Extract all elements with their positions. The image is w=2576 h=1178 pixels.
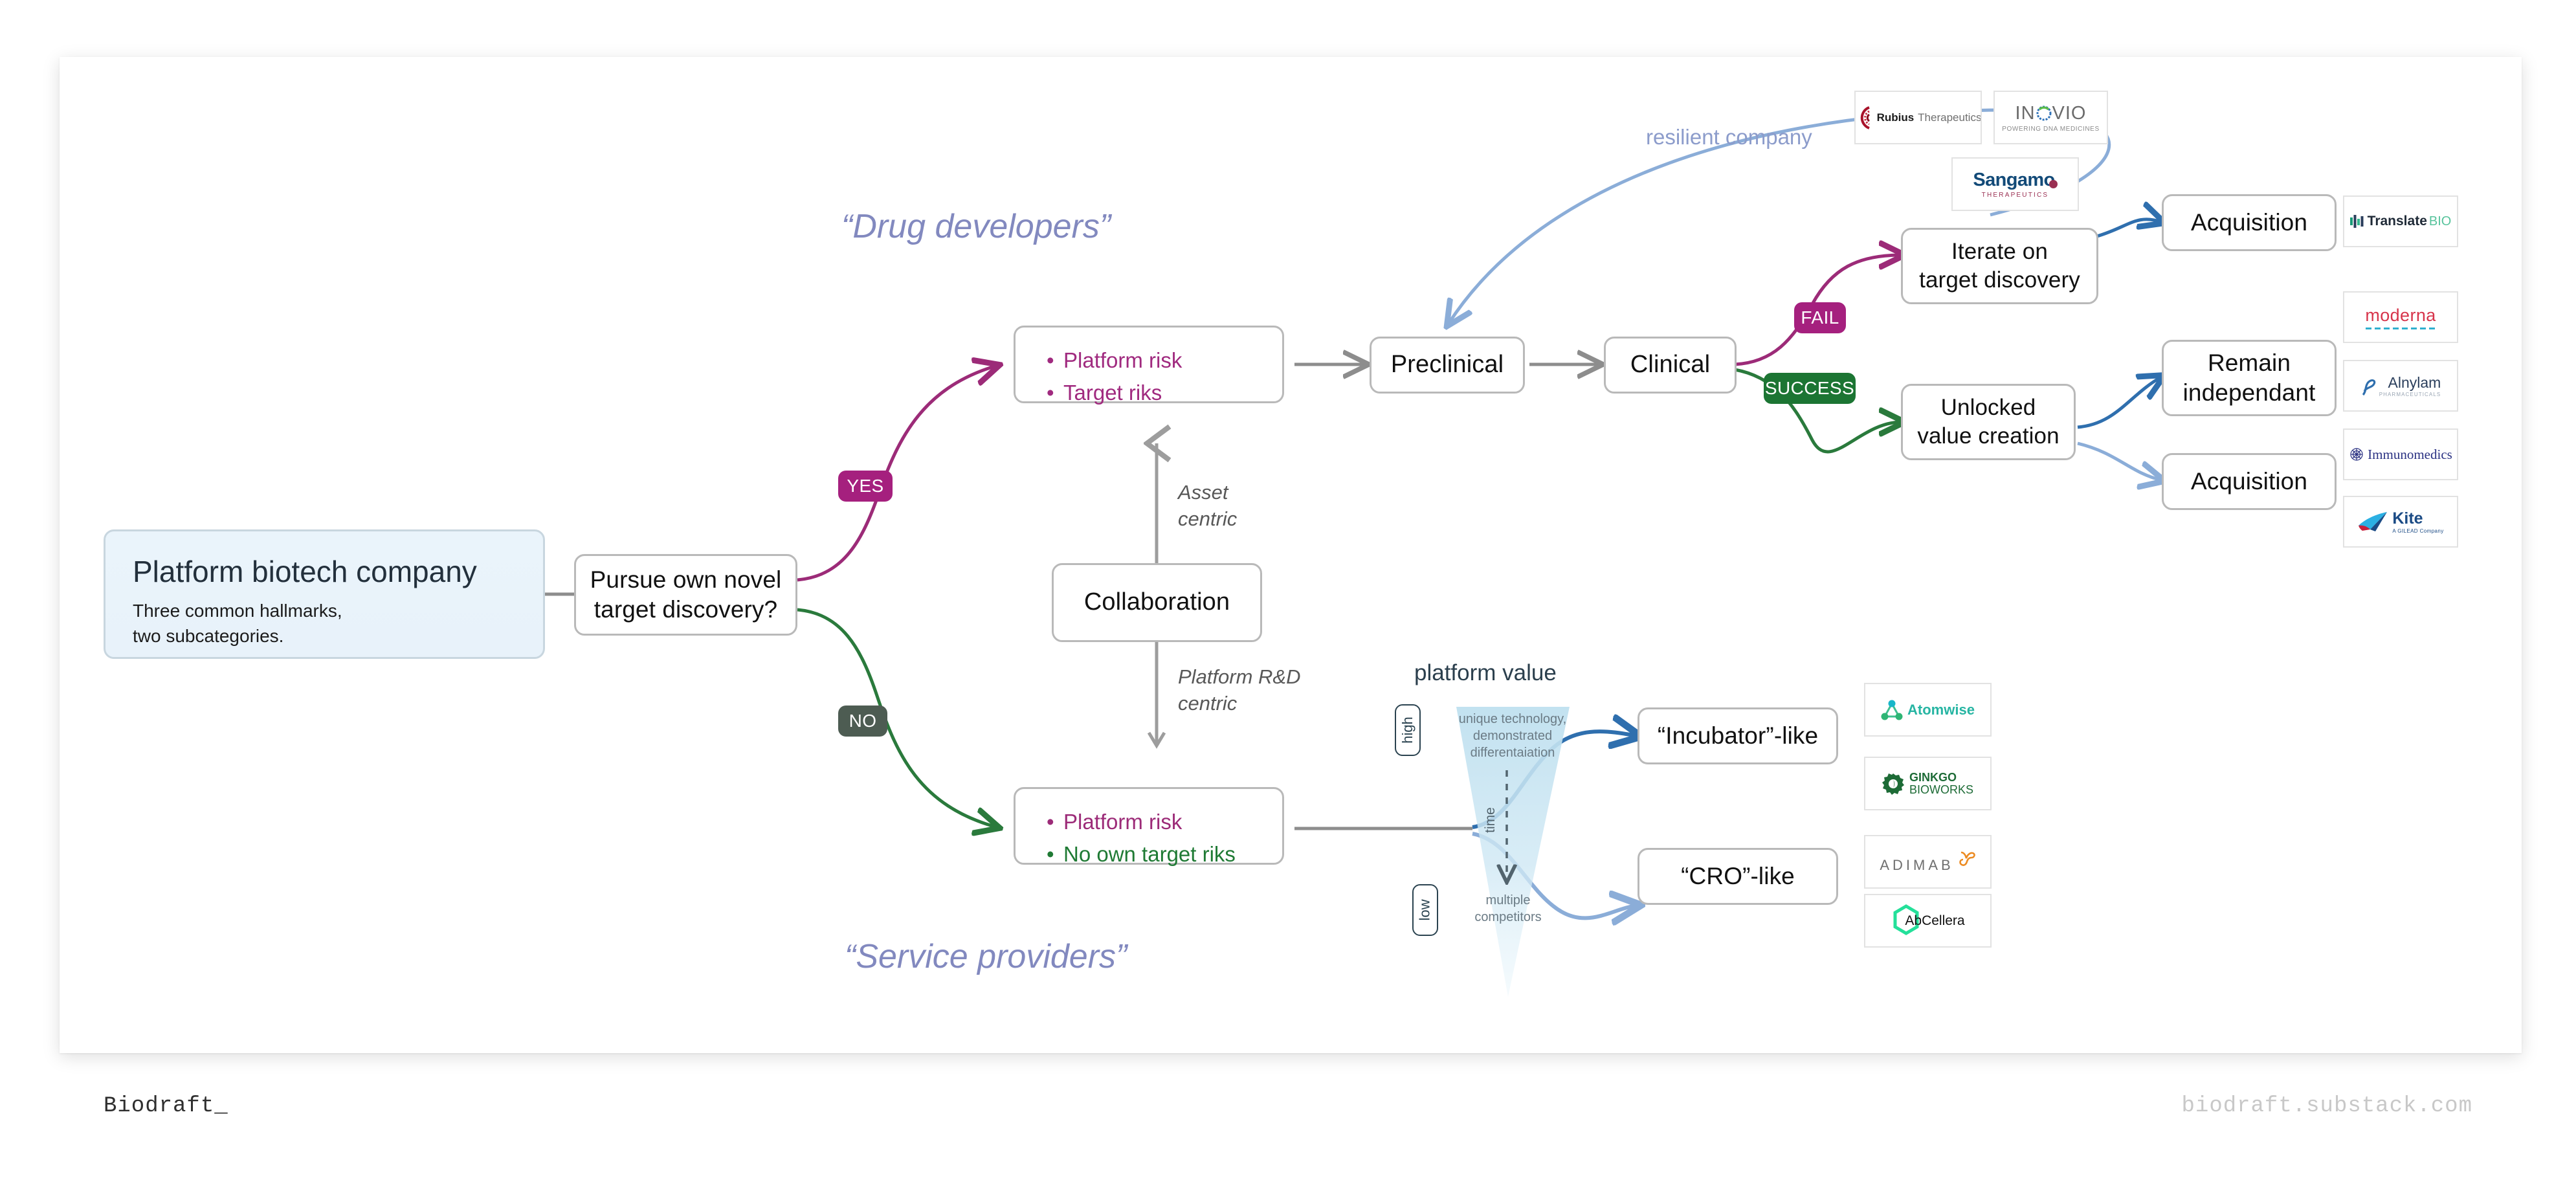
resilient-company-label: resilient company — [1646, 125, 1812, 149]
logo-alnylam: Alnylam PHARMACEUTICALS — [2343, 360, 2458, 412]
decision-node-pursue-target-discovery[interactable]: Pursue own novel target discovery? — [574, 554, 797, 636]
root-subtitle: Three common hallmarks, two subcategorie… — [133, 601, 342, 646]
translate-bio-mark-icon — [2349, 215, 2364, 228]
logo-kite-gilead: Kite A GILEAD Company — [2343, 496, 2458, 548]
logo-text: Atomwise — [1907, 701, 1975, 718]
risk-box-upper[interactable]: •Platform risk •Target riks — [1014, 326, 1284, 405]
node-iterate-target-discovery[interactable]: Iterate on target discovery — [1901, 228, 2098, 304]
outcome-incubator-like[interactable]: “Incubator”-like — [1638, 707, 1838, 764]
risk-item: •Platform risk — [1047, 810, 1183, 834]
logo-subtext: BIO — [2428, 214, 2452, 228]
logo-text: Kite — [2392, 509, 2423, 528]
outcome-cro-like[interactable]: “CRO”-like — [1638, 848, 1838, 905]
logo-inovio: IN VIO POWERING DNA MEDICINES — [1993, 91, 2108, 144]
logo-subtext: Therapeutics — [1918, 111, 1982, 124]
collaboration-below-label: Platform R&D centric — [1178, 665, 1301, 715]
logo-text: ADIMAB — [1880, 856, 1954, 873]
funnel-time-label: time — [1483, 807, 1498, 833]
logo-text: moderna — [2365, 305, 2436, 325]
logo-subtext: BIOWORKS — [1909, 783, 1973, 796]
footer-url: biodraft.substack.com — [2181, 1094, 2472, 1118]
logo-translate-bio: Translate BIO — [2343, 195, 2458, 247]
logo-text: AbCellera — [1905, 913, 1965, 928]
logo-adimab: ADIMAB — [1864, 835, 1992, 889]
logo-text: Rubius — [1876, 111, 1915, 124]
logo-atomwise: Atomwise — [1864, 683, 1992, 737]
branch-label-yes: YES — [838, 471, 893, 502]
funnel-high-badge: high — [1395, 704, 1421, 756]
immunomedics-mark-icon — [2350, 448, 2363, 461]
outcome-remain-independant[interactable]: Remain independant — [2162, 340, 2337, 416]
moderna-underline-icon — [2366, 327, 2436, 329]
inovio-dna-icon — [2036, 106, 2052, 121]
logo-immunomedics: Immunomedics — [2343, 428, 2458, 480]
branch-label-no: NO — [838, 706, 887, 737]
atomwise-mark-icon — [1881, 700, 1903, 720]
section-title-drug-developers: “Drug developers” — [841, 208, 1111, 245]
logo-tagline: POWERING DNA MEDICINES — [2002, 125, 2100, 133]
sangamo-dot-icon — [2049, 180, 2058, 188]
risk-item: •No own target riks — [1047, 842, 1236, 867]
outcome-acquisition-top[interactable]: Acquisition — [2162, 194, 2337, 251]
risk-item: •Platform risk — [1047, 348, 1183, 372]
logo-text: Sangamo — [1973, 170, 2055, 190]
ginkgo-gear-icon — [1882, 773, 1904, 795]
logo-text: Translate — [2367, 214, 2427, 228]
node-preclinical[interactable]: Preclinical — [1370, 337, 1525, 394]
branch-label-success: SUCCESS — [1764, 373, 1856, 404]
risk-box-lower[interactable]: •Platform risk •No own target riks — [1014, 787, 1284, 866]
logo-abcellera: AbCellera — [1864, 894, 1992, 948]
funnel-top-text: unique technology, demonstrated differen… — [1458, 712, 1567, 760]
adimab-mark-icon — [1959, 851, 1975, 866]
abcellera-hex-icon — [1893, 904, 1919, 935]
logo-sangamo-therapeutics: Sangamo THERAPEUTICS — [1951, 157, 2079, 211]
kite-mark-icon — [2359, 512, 2388, 531]
outcome-acquisition-bottom[interactable]: Acquisition — [2162, 453, 2337, 510]
logo-text: Alnylam — [2388, 374, 2441, 391]
node-unlocked-value-creation[interactable]: Unlocked value creation — [1901, 384, 2076, 460]
branch-label-fail: FAIL — [1794, 302, 1846, 333]
logo-ginkgo-bioworks: GINKGO BIOWORKS — [1864, 757, 1992, 810]
risk-item: •Target riks — [1047, 381, 1162, 405]
alnylam-mark-icon — [2362, 379, 2375, 396]
logo-tagline: PHARMACEUTICALS — [2379, 392, 2441, 397]
funnel-low-badge: low — [1412, 884, 1438, 936]
decision-label: Pursue own novel target discovery? — [590, 566, 782, 623]
section-title-service-providers: “Service providers” — [845, 938, 1127, 975]
logo-moderna: moderna — [2343, 291, 2458, 343]
root-card[interactable]: Platform biotech company Three common ha… — [104, 529, 545, 659]
node-clinical[interactable]: Clinical — [1604, 337, 1737, 394]
rubius-arcs-icon — [1860, 106, 1870, 129]
collaboration-above-label: Asset centric — [1178, 481, 1238, 531]
funnel-bottom-text: multiple competitors — [1474, 893, 1542, 924]
node-collaboration[interactable]: Collaboration — [1052, 563, 1262, 642]
logo-tagline: A GILEAD Company — [2392, 528, 2444, 534]
root-title: Platform biotech company — [133, 555, 477, 588]
funnel-title: platform value — [1414, 660, 1557, 685]
footer-brand: Biodraft_ — [104, 1094, 228, 1118]
logo-text: Immunomedics — [2368, 446, 2452, 462]
logo-text: GINKGO — [1909, 770, 1957, 784]
logo-tagline: THERAPEUTICS — [1981, 192, 2049, 199]
